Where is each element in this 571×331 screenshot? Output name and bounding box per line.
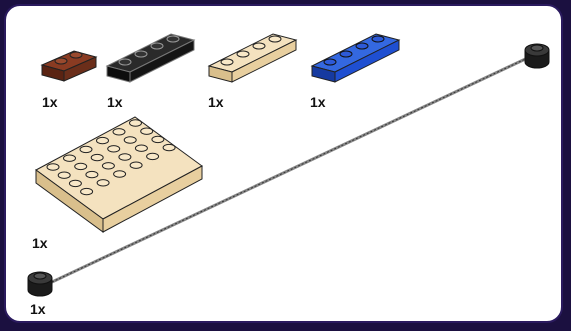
- plate-stud: [96, 179, 110, 187]
- plate-stud: [68, 179, 82, 188]
- qty-brown-plate: 1x: [42, 94, 58, 110]
- plate-stud: [151, 135, 165, 144]
- plate-stud: [146, 152, 160, 161]
- plate-stud: [57, 171, 71, 179]
- plate-stud: [134, 144, 148, 152]
- plate-stud: [123, 136, 137, 144]
- parts-list-panel: 1x 1x 1x 1x 1x 1x: [4, 4, 563, 323]
- plate-stud: [85, 170, 99, 179]
- string-with-end-studs: [27, 43, 550, 297]
- plate-stud: [80, 187, 94, 196]
- plate-stud: [140, 127, 154, 135]
- plate-stud: [162, 143, 176, 152]
- plate-stud: [79, 145, 93, 154]
- plate-stud: [129, 119, 142, 127]
- plate-stud: [129, 161, 143, 169]
- tan-plate-4x6: [35, 116, 203, 233]
- plate-stud: [118, 153, 132, 161]
- blue-plate-1x4: [310, 33, 401, 83]
- plate-stud: [113, 170, 127, 178]
- plate-stud: [46, 163, 60, 171]
- parts-illustration: [27, 33, 550, 297]
- plate-stud: [107, 145, 121, 153]
- plate-stud: [63, 154, 76, 162]
- qty-blue-plate: 1x: [310, 94, 326, 110]
- qty-tan-plate-1x4: 1x: [208, 94, 224, 110]
- brown-plate-1x2: [40, 50, 98, 82]
- black-plate-1x4: [105, 33, 196, 83]
- string-end-stud-left: [27, 271, 53, 297]
- plate-stud: [101, 162, 115, 170]
- plate-stud: [90, 153, 104, 162]
- tan-plate-1x4: [207, 33, 298, 83]
- qty-black-plate: 1x: [107, 94, 123, 110]
- string-end-stud-right: [524, 43, 550, 69]
- plate-stud: [74, 162, 88, 171]
- plate-stud: [96, 136, 109, 145]
- qty-tan-plate-4x6: 1x: [32, 235, 48, 251]
- plate-stud: [112, 128, 126, 136]
- qty-string: 1x: [30, 301, 46, 317]
